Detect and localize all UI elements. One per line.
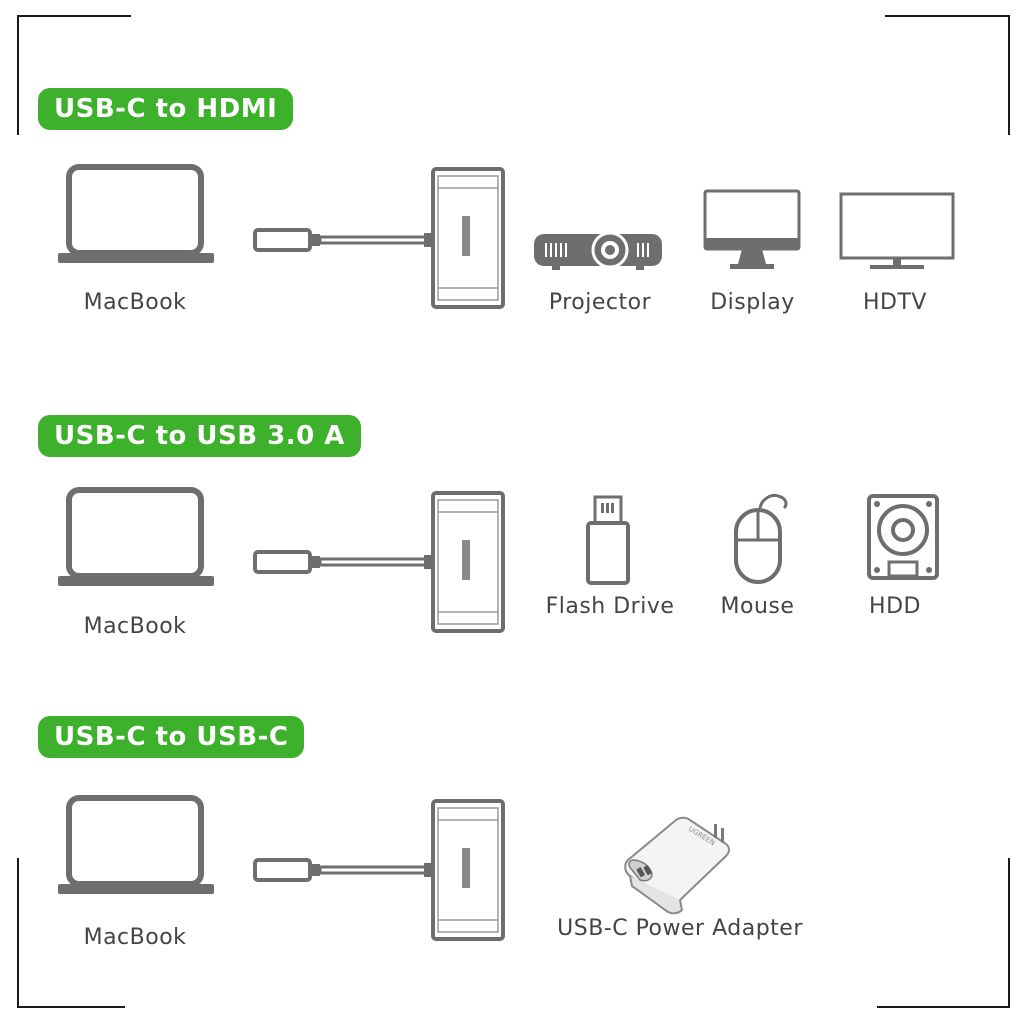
source-label: MacBook <box>83 614 187 639</box>
laptop-icon <box>55 485 217 590</box>
source-label: MacBook <box>83 290 187 315</box>
laptop-icon <box>55 162 217 267</box>
frame-left-bottom <box>17 858 19 1008</box>
monitor-icon <box>702 188 802 272</box>
section-title-usb-a: USB-C to USB 3.0 A <box>38 415 361 457</box>
adapter-hub-icon <box>430 798 506 942</box>
tv-icon <box>838 191 956 271</box>
source-label: MacBook <box>83 925 187 950</box>
device-label: Projector <box>548 290 652 315</box>
flash-drive-icon <box>584 494 632 586</box>
power-adapter-icon: UGREEN <box>618 808 738 918</box>
usb-c-cable-icon <box>252 856 437 886</box>
usb-c-cable-icon <box>252 226 437 256</box>
section-title-usb-c: USB-C to USB-C <box>38 716 305 758</box>
adapter-hub-icon <box>430 490 506 634</box>
hdd-icon <box>865 492 941 582</box>
frame-top-right <box>885 15 1010 17</box>
device-label: Display <box>710 290 795 315</box>
frame-left-top <box>17 15 19 135</box>
frame-bottom-left <box>17 1006 125 1008</box>
usb-c-cable-icon <box>252 548 437 578</box>
device-label: HDTV <box>863 290 927 315</box>
mouse-icon <box>730 490 792 586</box>
device-label: Mouse <box>720 594 795 619</box>
device-label: USB-C Power Adapter <box>557 916 803 941</box>
device-label: HDD <box>869 594 921 619</box>
section-title-hdmi: USB-C to HDMI <box>38 88 294 130</box>
adapter-hub-icon <box>430 166 506 310</box>
frame-right-top <box>1008 15 1010 135</box>
laptop-icon <box>55 793 217 898</box>
frame-top-left <box>17 15 131 17</box>
frame-right-bottom <box>1008 858 1010 1008</box>
device-label: Flash Drive <box>545 594 675 619</box>
frame-bottom-right <box>877 1006 1010 1008</box>
projector-icon <box>532 230 664 272</box>
